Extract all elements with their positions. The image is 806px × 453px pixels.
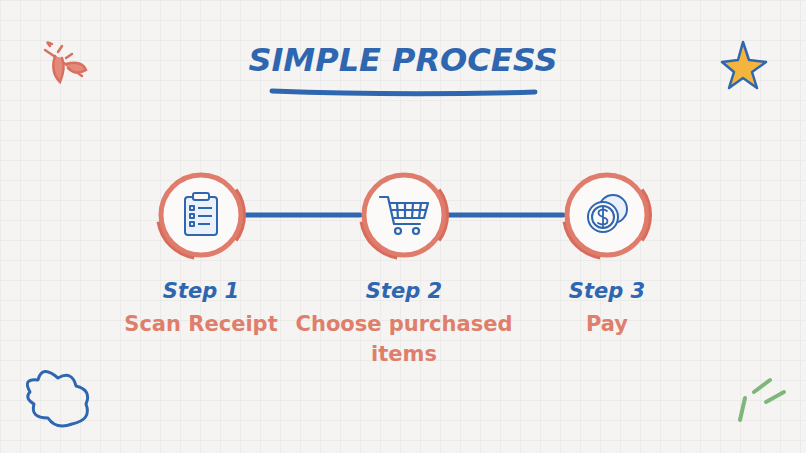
title-underline — [272, 91, 535, 94]
step-label: Step 1 — [81, 277, 321, 305]
circle-ring — [161, 175, 241, 255]
step-texts: Step 3 Pay — [487, 277, 727, 339]
step-description: Scan Receipt — [81, 309, 321, 339]
step-texts: Step 1 Scan Receipt — [81, 277, 321, 339]
step-description: Choose purchased items — [284, 309, 524, 369]
dash-doodle — [740, 380, 784, 420]
connector-line — [245, 213, 360, 218]
step-texts: Step 2 Choose purchased items — [284, 277, 524, 369]
circle-outline — [563, 171, 651, 259]
ring-accent — [360, 222, 398, 260]
circle-ring — [567, 175, 647, 255]
step-circle: Step 2Choose purchased items — [360, 171, 448, 259]
ring-accent — [157, 222, 195, 260]
ring-accent — [641, 189, 652, 242]
leaf-doodle — [45, 42, 86, 82]
cart-icon — [380, 197, 428, 234]
ring-accent — [235, 189, 246, 242]
ring-accent — [438, 189, 449, 242]
circle-ground — [162, 176, 240, 254]
step-circle: Step 3Pay — [563, 171, 651, 259]
circle-ring — [364, 175, 444, 255]
ring-accent — [563, 222, 601, 260]
step-description: Pay — [487, 309, 727, 339]
clipboard-icon — [185, 193, 217, 235]
step-label: Step 2 — [284, 277, 524, 305]
title: SIMPLE PROCESS — [0, 38, 806, 82]
connector-line — [448, 213, 563, 218]
circle-outline — [157, 171, 245, 259]
star-doodle — [722, 42, 766, 88]
step-label: Step 3 — [487, 277, 727, 305]
step-circle: Step 1Scan Receipt — [157, 171, 245, 259]
circle-outline — [360, 171, 448, 259]
circle-ground — [365, 176, 443, 254]
circle-ground — [568, 176, 646, 254]
coins-icon — [588, 195, 627, 232]
cloud-doodle — [27, 371, 87, 426]
